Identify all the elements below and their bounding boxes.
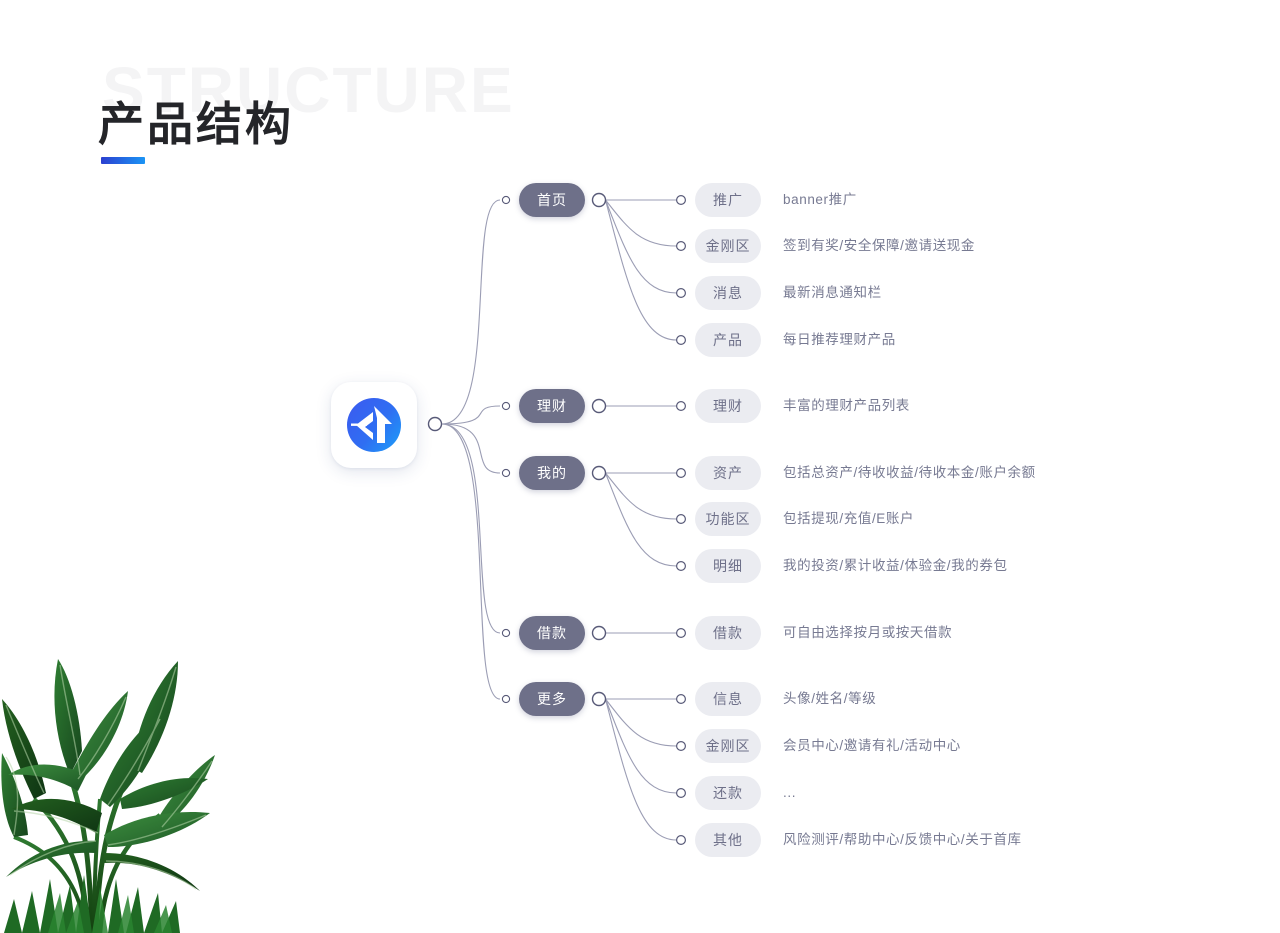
connector-node-dot [427, 416, 443, 432]
connector-line [605, 698, 677, 747]
title-accent-underline [101, 157, 145, 164]
connector-line [604, 698, 677, 794]
connector-node-dot [591, 691, 607, 707]
connector-line [441, 199, 501, 425]
connector-line [605, 472, 677, 520]
leaf-desc-1-1: banner推广 [783, 192, 857, 207]
connector-line [604, 698, 677, 841]
connector-node-dot [675, 513, 686, 524]
connector-node-dot [501, 628, 511, 638]
leaf-node-5-3[interactable]: 还款 [695, 776, 761, 810]
connector-line [441, 423, 501, 474]
leaf-node-1-3[interactable]: 消息 [695, 276, 761, 310]
connector-node-dot [675, 195, 686, 206]
branch-node-1[interactable]: 首页 [519, 183, 585, 217]
leaf-node-3-3[interactable]: 明细 [695, 549, 761, 583]
connector-node-dot [675, 241, 686, 252]
connector-node-dot [501, 468, 511, 478]
leaf-node-5-4[interactable]: 其他 [695, 823, 761, 857]
leaf-node-1-1[interactable]: 推广 [695, 183, 761, 217]
connector-node-dot [591, 625, 607, 641]
leaf-node-1-4[interactable]: 产品 [695, 323, 761, 357]
connector-line [604, 199, 677, 294]
connector-line [605, 199, 677, 247]
connector-node-dot [591, 398, 607, 414]
connector-line [604, 199, 677, 341]
leaf-desc-1-4: 每日推荐理财产品 [783, 332, 896, 347]
leaf-desc-3-2: 包括提现/充值/E账户 [783, 511, 915, 526]
page-header: STRUCTURE 产品结构 [98, 58, 618, 178]
branch-node-5[interactable]: 更多 [519, 682, 585, 716]
leaf-desc-5-3: ... [783, 785, 797, 800]
branch-node-3[interactable]: 我的 [519, 456, 585, 490]
branch-node-4[interactable]: 借款 [519, 616, 585, 650]
connector-node-dot [501, 195, 511, 205]
branch-node-2[interactable]: 理财 [519, 389, 585, 423]
leaf-node-4-1[interactable]: 借款 [695, 616, 761, 650]
connector-line [441, 423, 501, 700]
connector-node-dot [675, 335, 686, 346]
connector-node-dot [675, 787, 686, 798]
leaf-desc-5-2: 会员中心/邀请有礼/活动中心 [783, 738, 961, 753]
leaf-node-2-1[interactable]: 理财 [695, 389, 761, 423]
leaf-desc-3-1: 包括总资产/待收收益/待收本金/账户余额 [783, 465, 1036, 480]
leaf-desc-2-1: 丰富的理财产品列表 [783, 398, 910, 413]
connector-node-dot [501, 694, 511, 704]
connector-node-dot [675, 627, 686, 638]
connector-node-dot [591, 192, 607, 208]
root-app-logo[interactable] [331, 382, 417, 468]
title-watermark: STRUCTURE [102, 54, 515, 126]
connector-node-dot [675, 288, 686, 299]
connector-node-dot [675, 693, 686, 704]
connector-line [441, 405, 501, 425]
leaf-desc-5-4: 风险测评/帮助中心/反馈中心/关于首库 [783, 832, 1022, 847]
connector-node-dot [675, 401, 686, 412]
leaf-desc-1-2: 签到有奖/安全保障/邀请送现金 [783, 238, 976, 253]
connector-node-dot [675, 560, 686, 571]
leaf-node-3-2[interactable]: 功能区 [695, 502, 761, 536]
connector-node-dot [675, 740, 686, 751]
leaf-desc-3-3: 我的投资/累计收益/体验金/我的券包 [783, 558, 1008, 573]
leaf-desc-4-1: 可自由选择按月或按天借款 [783, 625, 953, 640]
leaf-node-5-2[interactable]: 金刚区 [695, 729, 761, 763]
connector-line [604, 472, 677, 567]
leaf-desc-5-1: 头像/姓名/等级 [783, 691, 877, 706]
connector-node-dot [501, 401, 511, 411]
connector-node-dot [675, 468, 686, 479]
leaf-node-5-1[interactable]: 信息 [695, 682, 761, 716]
connector-node-dot [591, 465, 607, 481]
leaf-node-3-1[interactable]: 资产 [695, 456, 761, 490]
leaf-desc-1-3: 最新消息通知栏 [783, 285, 882, 300]
connector-node-dot [675, 834, 686, 845]
leaf-node-1-2[interactable]: 金刚区 [695, 229, 761, 263]
connector-line [441, 423, 501, 634]
app-logo-icon [347, 398, 401, 452]
page-title: 产品结构 [98, 98, 294, 150]
